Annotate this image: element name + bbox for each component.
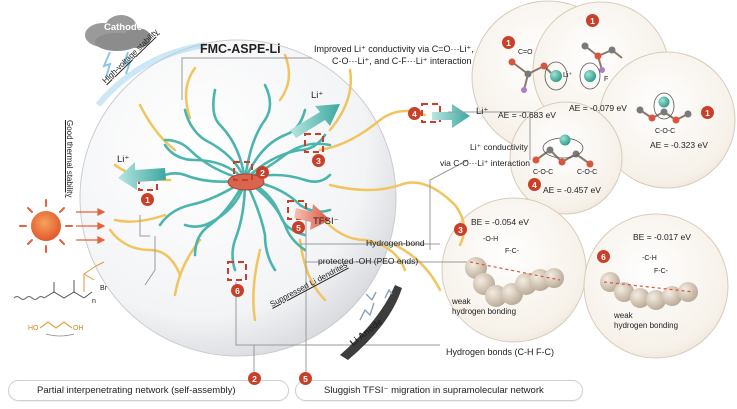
mol-label-coc-4a: C-O-C [533,169,554,176]
monomer-ho-label: HO [28,325,39,332]
badge-1-sphere: 1 [141,193,154,206]
badge-5-bottom: 5 [299,372,312,385]
label-box-tfsi-text: Sluggish TFSI⁻ migration in supramolecul… [324,385,544,396]
energy-ae4: AE = -0.457 eV [543,185,601,195]
mol-label-fc: F-C- [505,248,519,255]
mol-label-f: F [604,76,609,83]
energy-ae2: AE = -0.079 eV [569,103,627,113]
circle-6 [583,213,729,359]
badge-3-circle: 3 [454,223,467,236]
tfsi-label: TFSI⁻ [313,216,339,227]
tfsi-arrow [294,204,330,230]
monomer-oh-label: OH [73,325,84,332]
label-box-network: Partial interpenetrating network (self-a… [8,380,289,401]
connector-lines [139,57,531,372]
mol-label-oh: -O-H [483,236,499,243]
cathode-label: Cathode [104,22,142,33]
li-ion-left-label: Li⁺ [117,154,130,165]
li-conductivity-line2: via C-O···Li⁺ interaction [440,158,530,168]
li-arrow-left [118,162,166,190]
badge-1-circle-a: 1 [502,36,515,49]
monomer-n-label: n [92,298,96,305]
monomer-br-label: Br [100,285,107,292]
badge-1-circle-b: 1 [586,14,599,27]
mol-label-coc-4b: C-O-C [577,169,598,176]
label-box-network-text: Partial interpenetrating network (self-a… [37,385,236,396]
hydrogen-bond-line1: Hydrogen-bond [366,238,425,248]
badge-5-sphere: 5 [292,221,305,234]
badge-1-circle-c: 1 [701,106,714,119]
mol-label-ch: -C-H [642,255,657,262]
badge-2-sphere: 2 [256,166,269,179]
mol-label-ceo: C=O [518,49,533,56]
badge-4-sphere: 4 [408,107,421,120]
molecules [465,42,698,310]
energy-ae1: AE = -0.683 eV [498,110,556,120]
badge-6-circle: 6 [597,250,610,263]
hydrogen-bond-line2: protected -OH (PEO ends) [318,256,419,266]
li-arrow-top [290,104,340,138]
li-ion-right-label: Li⁺ [476,106,489,117]
weak-hbond-3-line1: weak [452,297,471,306]
mol-label-coc-1c: C-O-C [655,128,676,135]
improved-conductivity-line2: C-O···Li⁺, and C-F···Li⁺ interaction [332,56,472,66]
central-core [227,173,265,191]
badge-3-sphere: 3 [312,154,325,167]
weak-hbond-3-line2: hydrogen bonding [452,307,517,316]
sun-icon [19,199,106,253]
voltage-glow [95,42,206,107]
improved-conductivity-line1: Improved Li⁺ conductivity via C=O···Li⁺, [314,44,474,54]
weak-hbond-6-line2: hydrogen bonding [614,321,679,330]
mol-label-fc2: F-C- [654,268,668,275]
monomer-structure-2 [39,321,75,337]
li-arrow-right [432,104,470,128]
li-conductivity-line1: Li⁺ conductivity [470,142,528,152]
energy-be3: BE = -0.054 eV [471,217,529,227]
badge-2-bottom: 2 [248,372,261,385]
monomer-structure-1 [13,261,105,300]
hydrogen-bonds-cf-label: Hydrogen bonds (C-H F-C) [446,347,555,357]
mol-label-li-1a: Li⁺ [563,72,573,79]
weak-hbond-6-line1: weak [614,311,633,320]
badge-6-sphere: 6 [231,284,244,297]
energy-ae3: AE = -0.323 eV [650,140,708,150]
li-ion-top-label: Li⁺ [311,90,324,101]
badge-4-circle: 4 [528,178,541,191]
energy-be6: BE = -0.017 eV [633,232,691,242]
label-box-tfsi: Sluggish TFSI⁻ migration in supramolecul… [295,380,583,401]
thermal-stability-label: Good thermal stability [65,120,74,198]
cathode-cloud [85,15,151,79]
li-anode [340,285,402,360]
page-title: FMC-ASPE-Li [200,42,281,56]
